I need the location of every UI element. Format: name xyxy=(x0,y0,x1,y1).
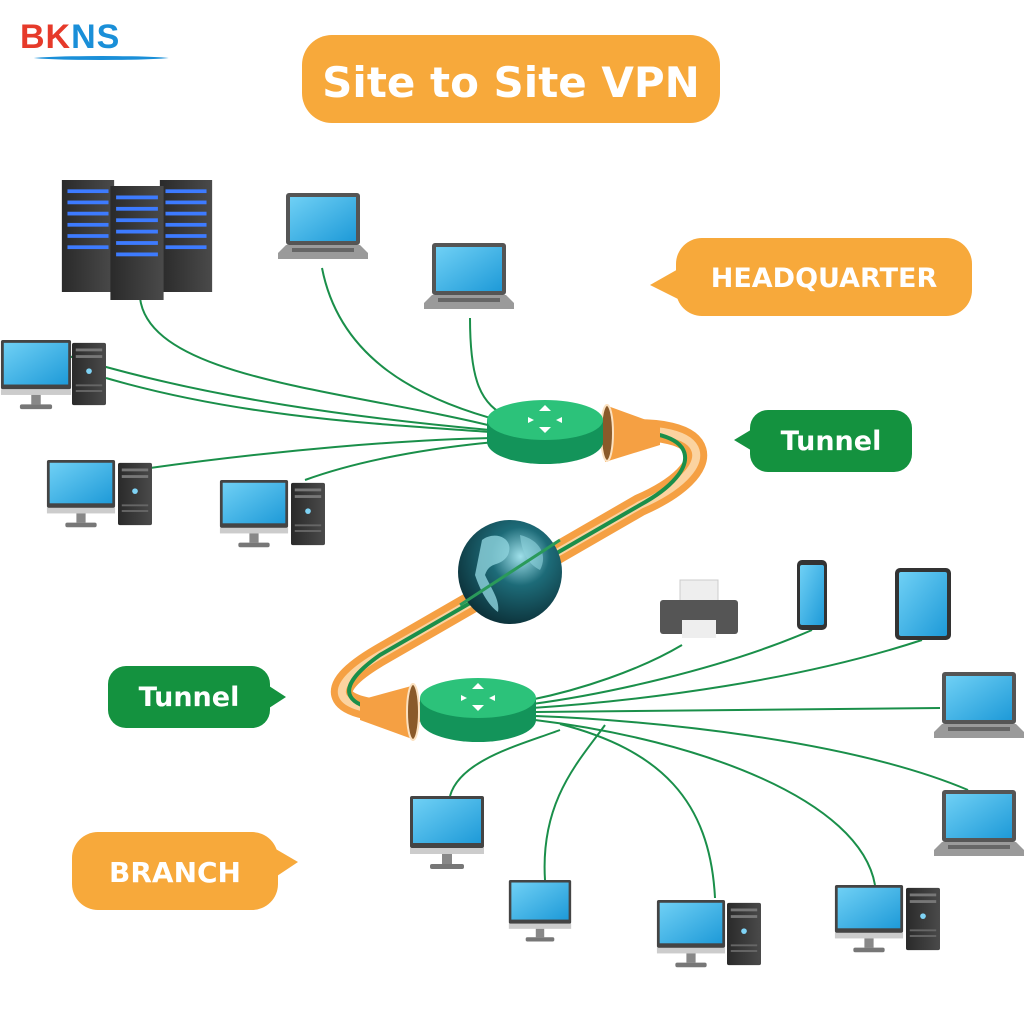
smartphone-icon xyxy=(797,560,827,630)
laptop-icon xyxy=(424,243,514,309)
desktop-monitor-icon xyxy=(834,885,904,953)
svg-text:Tunnel: Tunnel xyxy=(781,426,882,457)
tablet-icon xyxy=(895,568,951,640)
branch-router-icon xyxy=(420,678,536,742)
desktop-monitor-icon xyxy=(508,880,572,942)
desktop-tower-icon xyxy=(906,887,940,951)
title-banner: Site to Site VPN xyxy=(302,35,720,123)
tunnel-label-bottom: Tunnel xyxy=(108,666,286,728)
desktop-monitor-icon xyxy=(0,340,72,410)
desktop-monitor-icon xyxy=(656,900,726,968)
svg-text:BRANCH: BRANCH xyxy=(109,856,241,889)
tunnel-label-top: Tunnel xyxy=(734,410,912,472)
printer-icon xyxy=(660,579,738,638)
hq-connections xyxy=(49,267,511,481)
headquarter-label: HEADQUARTER xyxy=(650,238,972,316)
desktop-tower-icon xyxy=(118,462,152,526)
server-rack-icon xyxy=(61,180,213,300)
desktop-monitor-icon xyxy=(410,796,484,869)
desktop-tower-icon xyxy=(291,482,325,546)
branch-connections xyxy=(449,629,969,899)
title-text: Site to Site VPN xyxy=(322,58,700,107)
laptop-icon xyxy=(278,193,368,259)
desktop-monitor-icon xyxy=(219,480,289,548)
svg-text:HEADQUARTER: HEADQUARTER xyxy=(711,263,938,294)
laptop-icon xyxy=(934,672,1024,738)
laptop-icon xyxy=(934,790,1024,856)
desktop-tower-icon xyxy=(727,902,761,966)
internet-globe-icon xyxy=(458,520,562,624)
svg-text:Tunnel: Tunnel xyxy=(139,682,240,713)
bkns-logo: BKNS xyxy=(20,18,121,56)
branch-label: BRANCH xyxy=(72,832,298,910)
vpn-tunnel xyxy=(330,404,708,741)
hq-router-icon xyxy=(487,400,603,464)
desktop-monitor-icon xyxy=(46,460,116,528)
desktop-tower-icon xyxy=(72,342,106,406)
